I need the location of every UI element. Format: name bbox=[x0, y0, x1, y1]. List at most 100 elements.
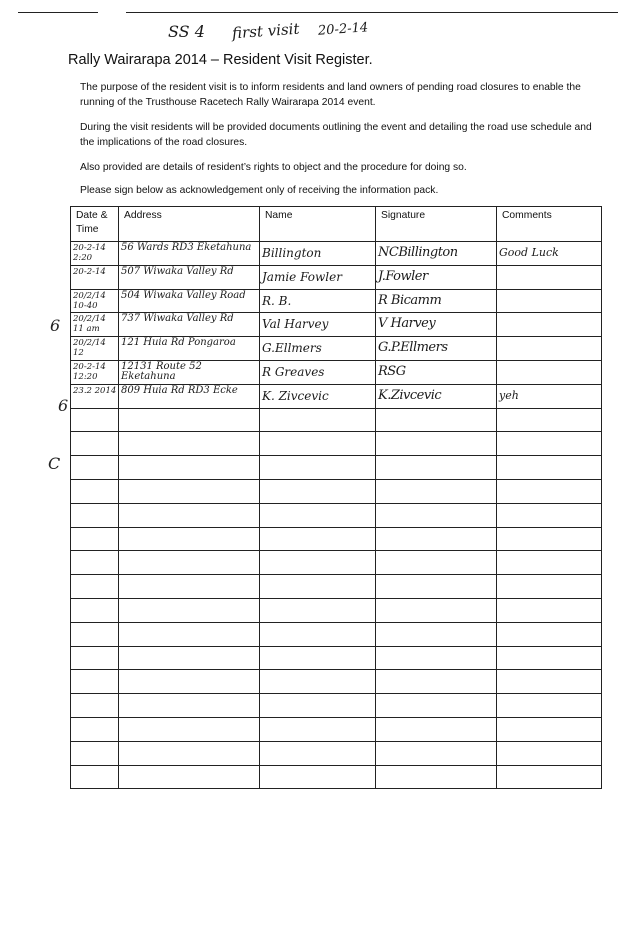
annotation-code: SS 4 bbox=[168, 22, 205, 41]
cell-name-empty bbox=[259, 764, 376, 790]
cell-address-empty bbox=[118, 693, 260, 718]
cell-name-empty bbox=[259, 621, 376, 647]
cell-address-text: 121 Huia Rd Pongaroa bbox=[121, 337, 236, 349]
cell-comments bbox=[496, 336, 602, 361]
table-row-empty bbox=[70, 574, 602, 599]
cell-signature: J.Fowler bbox=[375, 264, 497, 290]
table-row-empty bbox=[70, 764, 602, 790]
header-address: Address bbox=[118, 206, 260, 242]
cell-name-empty bbox=[259, 716, 376, 742]
table-row-empty bbox=[70, 716, 602, 742]
cell-comments-empty bbox=[496, 740, 602, 766]
cell-comments-empty bbox=[496, 597, 602, 623]
cell-signature-empty bbox=[375, 597, 497, 623]
cell-date-text: 20/2/14 10-40 bbox=[73, 290, 106, 311]
cell-name: Val Harvey bbox=[259, 312, 376, 338]
cell-address: 12131 Route 52 Eketahuna bbox=[118, 359, 260, 385]
cell-name-empty bbox=[259, 574, 376, 599]
cell-name-text: Jamie Fowler bbox=[262, 269, 342, 284]
table-row-empty bbox=[70, 669, 602, 695]
cell-signature-empty bbox=[375, 431, 497, 457]
cell-date-text: 23.2 2014 bbox=[73, 385, 117, 396]
cell-signature-empty bbox=[375, 407, 497, 433]
paragraph-purpose: The purpose of the resident visit is to … bbox=[80, 82, 581, 108]
cell-comments-empty bbox=[496, 669, 602, 695]
cell-comments-empty bbox=[496, 693, 602, 718]
cell-comments: yeh bbox=[496, 383, 602, 409]
margin-mark: 6 bbox=[50, 316, 61, 335]
cell-signature: RSG bbox=[375, 359, 497, 385]
cell-name-empty bbox=[259, 431, 376, 457]
cell-name-empty bbox=[259, 478, 376, 504]
table-row-empty bbox=[70, 621, 602, 647]
cell-date: 20-2-14 bbox=[70, 264, 119, 290]
cell-comments bbox=[496, 264, 602, 290]
visit-register-table: Date & Time Address Name Signature Comme… bbox=[70, 206, 602, 790]
cell-signature-empty bbox=[375, 550, 497, 576]
cell-name: Jamie Fowler bbox=[259, 264, 376, 290]
table-row-empty bbox=[70, 645, 602, 671]
top-rule-gap bbox=[98, 12, 126, 13]
cell-date-text: 20/2/14 11 am bbox=[73, 314, 106, 335]
header-name: Name bbox=[259, 206, 376, 242]
cell-address: 507 Wiwaka Valley Rd bbox=[118, 264, 260, 290]
cell-comments-empty bbox=[496, 431, 602, 457]
cell-comments-empty bbox=[496, 502, 602, 528]
cell-name-text: K. Zivcevic bbox=[262, 388, 329, 403]
cell-signature-empty bbox=[375, 716, 497, 742]
cell-signature-empty bbox=[375, 478, 497, 504]
cell-address: 56 Wards RD3 Eketahuna bbox=[118, 241, 260, 266]
cell-date-empty bbox=[70, 550, 119, 576]
cell-date-text: 20/2/14 12 bbox=[73, 338, 106, 359]
cell-comments-empty bbox=[496, 478, 602, 504]
cell-date-empty bbox=[70, 693, 119, 718]
cell-date: 20-2-14 12:20 bbox=[70, 359, 119, 385]
paragraph-documents: During the visit residents will be provi… bbox=[80, 122, 592, 148]
table-row: 20/2/14 10-40 504 Wiwaka Valley Road R. B.… bbox=[70, 288, 602, 314]
table-row-empty bbox=[70, 455, 602, 480]
cell-signature: NCBillington bbox=[375, 241, 497, 266]
cell-comments-empty bbox=[496, 574, 602, 599]
cell-date-empty bbox=[70, 740, 119, 766]
cell-name: G.Ellmers bbox=[259, 336, 376, 361]
cell-comments-empty bbox=[496, 645, 602, 671]
cell-address-text: 507 Wiwaka Valley Rd bbox=[121, 265, 234, 277]
header-signature: Signature bbox=[375, 206, 497, 242]
cell-signature: G.P.Ellmers bbox=[375, 336, 497, 361]
cell-name-empty bbox=[259, 693, 376, 718]
cell-signature-empty bbox=[375, 502, 497, 528]
cell-address-text: 504 Wiwaka Valley Road bbox=[121, 289, 246, 301]
annotation-date: 20-2-14 bbox=[317, 20, 369, 39]
cell-date-empty bbox=[70, 764, 119, 790]
cell-address-empty bbox=[118, 740, 260, 766]
page-title: Rally Wairarapa 2014 – Resident Visit Re… bbox=[68, 52, 373, 68]
cell-date-empty bbox=[70, 574, 119, 599]
cell-name-empty bbox=[259, 669, 376, 695]
table-row-empty bbox=[70, 693, 602, 718]
cell-address-empty bbox=[118, 550, 260, 576]
table-row-empty bbox=[70, 526, 602, 552]
cell-address-empty bbox=[118, 597, 260, 623]
cell-date-empty bbox=[70, 597, 119, 623]
cell-signature-empty bbox=[375, 764, 497, 790]
cell-date-text: 20-2-14 2:20 bbox=[73, 243, 106, 263]
cell-name: R Greaves bbox=[259, 359, 376, 385]
cell-signature: R Bicamm bbox=[375, 288, 497, 314]
cell-address-text: 56 Wards RD3 Eketahuna bbox=[121, 242, 252, 253]
cell-signature-text: G.P.Ellmers bbox=[378, 340, 448, 356]
cell-date-empty bbox=[70, 407, 119, 433]
cell-address-text: 12131 Route 52 Eketahuna bbox=[121, 360, 202, 382]
cell-comments-empty bbox=[496, 764, 602, 790]
cell-date: 20-2-14 2:20 bbox=[70, 241, 119, 266]
cell-date: 23.2 2014 bbox=[70, 383, 119, 409]
cell-comments-empty bbox=[496, 455, 602, 480]
cell-signature-empty bbox=[375, 740, 497, 766]
top-rule bbox=[18, 12, 618, 13]
cell-comments bbox=[496, 288, 602, 314]
cell-address-empty bbox=[118, 645, 260, 671]
cell-signature-text: K.Zivcevic bbox=[378, 387, 442, 403]
cell-name: R. B. bbox=[259, 288, 376, 314]
cell-signature-empty bbox=[375, 574, 497, 599]
